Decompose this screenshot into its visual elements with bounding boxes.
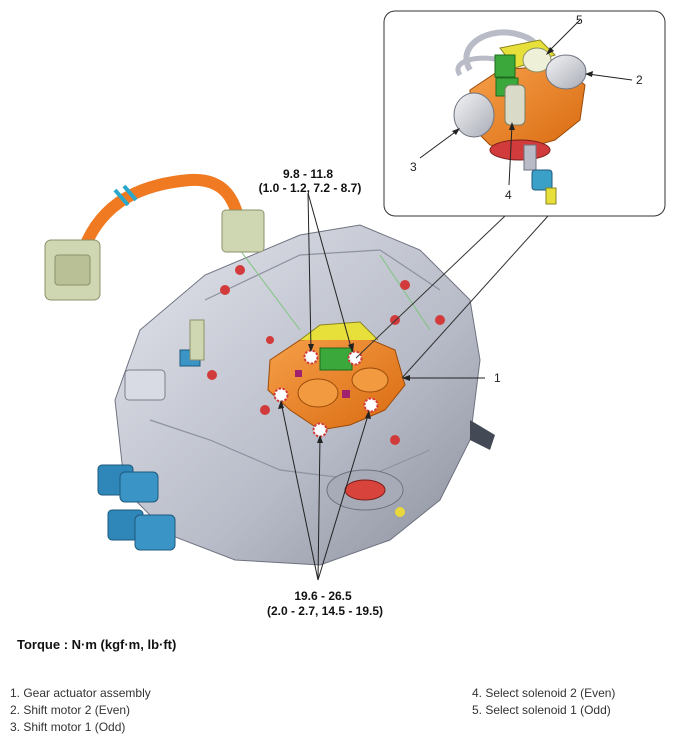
torque-upper-alt: (1.0 - 1.2, 7.2 - 8.7) [259, 181, 362, 195]
callout-4: 4 [505, 188, 512, 202]
bolt-upper-left [303, 349, 319, 365]
select-solenoid-2 [504, 84, 526, 126]
bolt-lower-right [363, 397, 379, 413]
legend-item-5: 5. Select solenoid 1 (Odd) [472, 703, 611, 717]
legend-item-4: 4. Select solenoid 2 (Even) [472, 686, 616, 700]
torque-upper-nm: 9.8 - 11.8 [283, 167, 333, 181]
callout-1: 1 [494, 371, 501, 385]
legend-right: 4. Select solenoid 2 (Even) 5. Select so… [472, 685, 615, 719]
callout-1-arrow [402, 375, 410, 381]
bolt-upper-right [347, 350, 363, 366]
torque-units-title: Torque : N·m (kgf·m, lb·ft) [17, 637, 177, 652]
shift-motor-2 [545, 54, 587, 90]
torque-lower-alt: (2.0 - 2.7, 14.5 - 19.5) [267, 604, 383, 618]
wiring-connectors [97, 319, 205, 551]
select-solenoid-1 [522, 47, 552, 73]
bolt-lower-left [273, 387, 289, 403]
detail-inset: 5 2 3 4 [355, 10, 666, 379]
legend-item-1: 1. Gear actuator assembly [10, 686, 151, 700]
transmission-diagram: 9.8 - 11.8 (1.0 - 1.2, 7.2 - 8.7) 19.6 -… [44, 10, 666, 618]
callout-5: 5 [576, 13, 583, 27]
callout-2: 2 [636, 73, 643, 87]
high-voltage-cable [44, 173, 265, 301]
shift-motor-1 [453, 92, 495, 138]
bolt-markers [273, 349, 379, 438]
torque-arrowheads [278, 343, 371, 443]
legend-left: 1. Gear actuator assembly 2. Shift motor… [10, 685, 151, 736]
legend-item-3: 3. Shift motor 1 (Odd) [10, 720, 126, 734]
torque-leaders [280, 192, 370, 581]
callout-3: 3 [410, 160, 417, 174]
bolt-lower-mid [312, 422, 328, 438]
legend-item-2: 2. Shift motor 2 (Even) [10, 703, 131, 717]
torque-lower-nm: 19.6 - 26.5 [294, 589, 352, 603]
